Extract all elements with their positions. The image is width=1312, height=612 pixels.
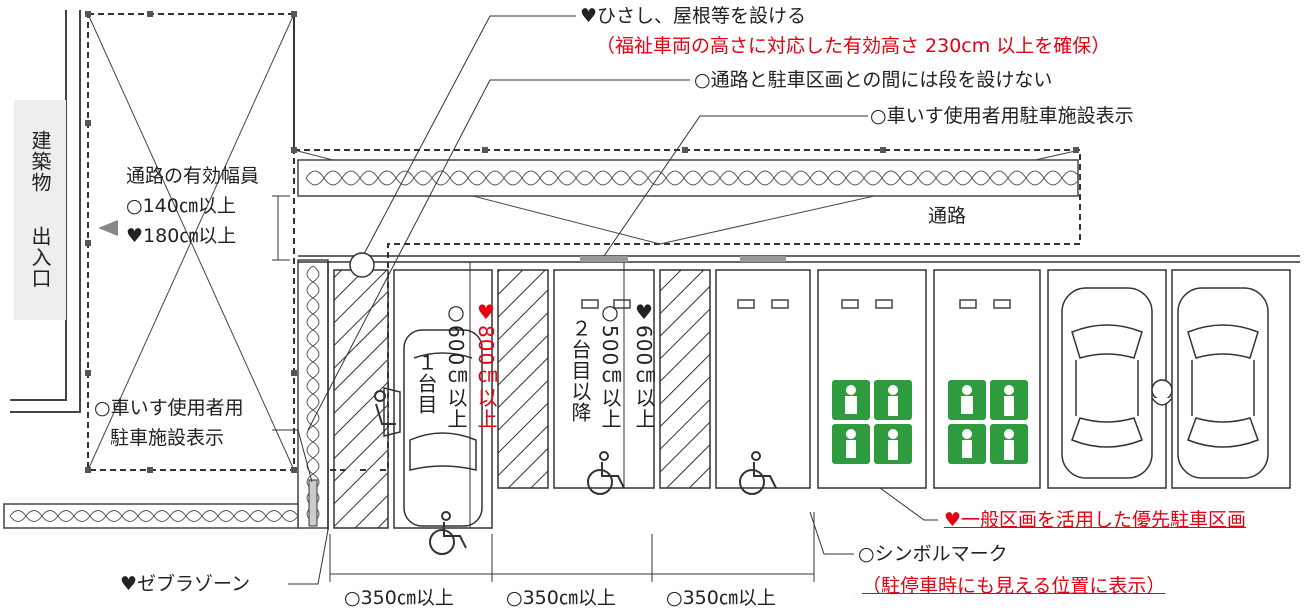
zebra-zone-2 — [497, 269, 549, 489]
lot-outline — [298, 255, 1300, 530]
entrance-label: 出入口 — [28, 226, 52, 289]
stall-outlines — [393, 269, 1291, 529]
second-stall-min: ○500㎝以上 — [598, 300, 622, 430]
first-stall-label: １台目 — [414, 352, 438, 415]
symbol-callout: ○シンボルマーク — [858, 543, 1008, 565]
sign-callout-left-1: ○車いす使用者用 — [94, 397, 244, 419]
priority-sign-1 — [832, 380, 912, 464]
sign-plate-1 — [580, 256, 628, 262]
canopy-note: （福祉車両の高さに対応した有効高さ 230cm 以上を確保） — [596, 35, 1111, 57]
wheel-stops — [581, 299, 1011, 309]
walkway-width-rec: ♥180㎝以上 — [126, 225, 237, 247]
width-label-2: ○350㎝以上 — [506, 587, 616, 609]
sign-callout-right: ○車いす使用者用駐車施設表示 — [870, 105, 1134, 127]
walkway-label: 通路 — [928, 205, 967, 227]
canopy-callout: ♥ひさし、屋根等を設ける — [580, 5, 807, 27]
dimension-lines — [272, 195, 815, 582]
wheelchair-person-icon — [374, 390, 396, 425]
building-label: 建築物 — [28, 130, 52, 193]
sign-callout-left-2: 駐車施設表示 — [110, 427, 225, 449]
canopy-markers — [85, 11, 1079, 473]
zebra-zone-1 — [333, 269, 389, 529]
car-icon-1 — [1061, 287, 1153, 479]
canopy-post-circle — [349, 252, 375, 278]
walkway-width-min: ○140㎝以上 — [126, 195, 236, 217]
hedge-bottom-left — [3, 503, 299, 529]
second-stall-label: ２台目以降 — [568, 318, 592, 423]
van-icon — [383, 329, 483, 527]
wheelchair-symbol-icon — [429, 451, 777, 555]
zebra-callout: ♥ゼブラゾーン — [120, 573, 251, 595]
first-stall-rec: ♥800㎝以上 — [474, 300, 498, 430]
priority-callout: ♥一般区画を活用した優先駐車区画 — [944, 509, 1247, 531]
building-panel — [14, 100, 66, 320]
symbol-note: （駐停車時にも見える位置に表示） — [862, 575, 1166, 597]
width-label-1: ○350㎝以上 — [344, 587, 454, 609]
priority-sign-2 — [948, 380, 1028, 464]
sign-plate-2 — [740, 256, 786, 262]
hedge-top — [297, 159, 1081, 197]
leader-lines — [272, 15, 938, 585]
width-label-3: ○350㎝以上 — [666, 587, 776, 609]
no-step-callout: ○通路と駐車区画との間には段を設けない — [694, 69, 1053, 91]
entrance-arrow-icon — [98, 220, 118, 236]
wall-sign-post — [308, 479, 318, 527]
zebra-zone-3 — [659, 269, 711, 489]
walkway-width-title: 通路の有効幅員 — [126, 165, 260, 187]
first-stall-min: ○600㎝以上 — [444, 300, 468, 430]
person-figure-icon — [1151, 379, 1173, 406]
second-stall-rec: ♥600㎝以上 — [632, 300, 656, 430]
car-icon-2 — [1177, 287, 1269, 479]
